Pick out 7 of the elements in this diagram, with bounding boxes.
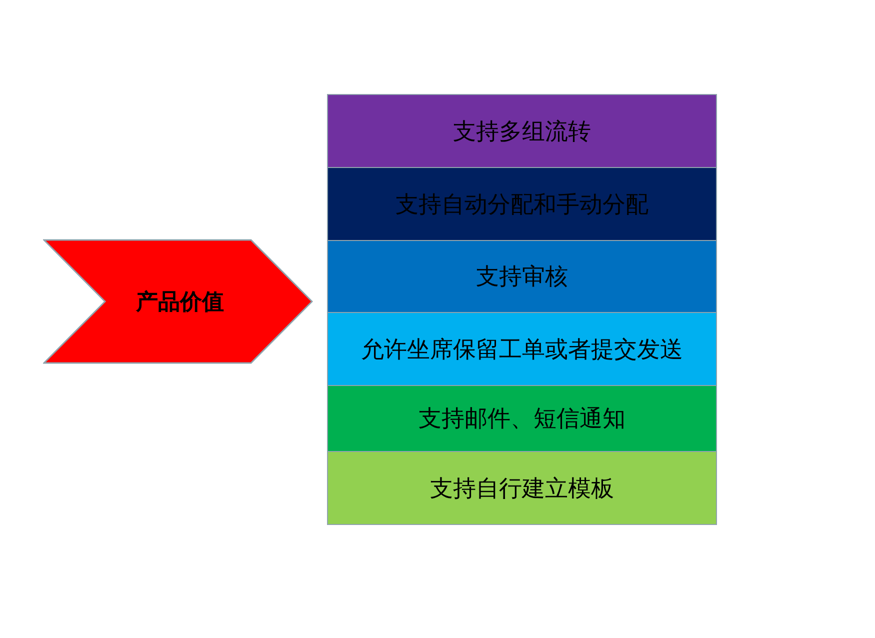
feature-band: 支持多组流转 (327, 94, 717, 168)
feature-band: 支持自动分配和手动分配 (327, 167, 717, 241)
feature-band: 允许坐席保留工单或者提交发送 (327, 312, 717, 386)
feature-band: 支持邮件、短信通知 (327, 385, 717, 452)
feature-band: 支持自行建立模板 (327, 451, 717, 525)
feature-band: 支持审核 (327, 240, 717, 313)
chevron-arrow: 产品价值 (43, 239, 313, 364)
